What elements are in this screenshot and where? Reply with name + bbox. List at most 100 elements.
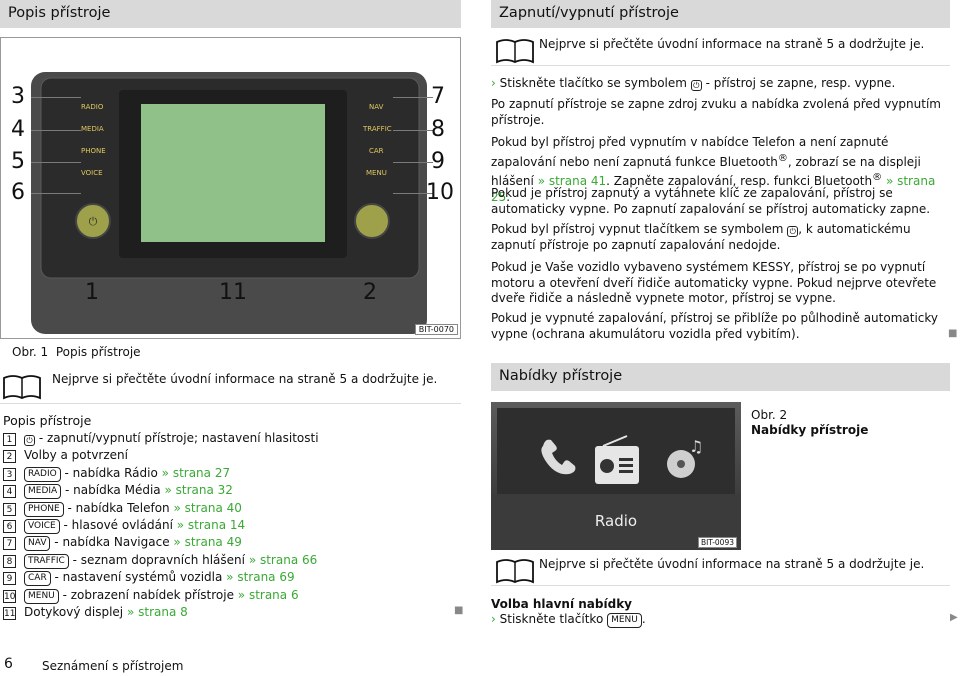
step-menu: › Stiskněte tlačítko MENU. — [491, 612, 646, 628]
legend-text: - nastavení systémů vozidla — [50, 570, 227, 585]
paragraph-2: Pokud byl přístroj před vypnutím v nabíd… — [491, 135, 936, 204]
legend-page-ref[interactable]: » strana 66 — [248, 552, 318, 567]
legend-text: - zapnutí/vypnutí přístroje; nastavení h… — [35, 431, 319, 445]
legend-number: 2 — [3, 450, 16, 464]
callout-7: 7 — [431, 84, 445, 109]
paragraph-5: Pokud je Vaše vozidlo vybaveno systémem … — [491, 260, 937, 305]
legend-page-ref[interactable]: » strana 14 — [176, 517, 246, 532]
legend-number: 7 — [3, 537, 16, 551]
book-icon — [496, 559, 534, 584]
voice-button-label: VOICE — [81, 169, 103, 177]
section-title: Nabídky přístroje — [499, 368, 623, 384]
power-icon: ⏻ — [690, 80, 702, 91]
page-number: 6 — [4, 656, 13, 672]
figure-code: BIT-0070 — [414, 324, 458, 335]
legend-item: 5 PHONE - nabídka Telefon » strana 40 — [3, 501, 458, 518]
car-button-label: CAR — [369, 147, 384, 155]
legend-number: 4 — [3, 485, 16, 499]
hardware-key: NAV — [24, 536, 51, 552]
callout-9: 9 — [431, 149, 445, 174]
book-icon — [496, 39, 534, 64]
legend-item: 10 MENU - zobrazení nabídek přístroje » s… — [3, 588, 458, 605]
hardware-key: TRAFFIC — [24, 553, 69, 569]
legend-item: 2 Volby a potvrzení — [3, 448, 458, 465]
phone-icon — [541, 439, 576, 475]
legend-page-ref[interactable]: » strana 49 — [173, 535, 242, 550]
legend-text: - zobrazení nabídek přístroje — [58, 587, 238, 602]
paragraph-1: Po zapnutí přístroje se zapne zdroj zvuk… — [491, 97, 941, 127]
legend-page-ref[interactable]: » strana 69 — [226, 570, 295, 585]
hardware-key: PHONE — [24, 501, 64, 517]
step-power: › Stiskněte tlačítko se symbolem ⏻ - pří… — [491, 76, 896, 91]
power-icon: ⏻ — [24, 435, 35, 446]
legend-item: 8 TRAFFIC - seznam dopravních hlášení » s… — [3, 553, 458, 570]
callout-10: 10 — [426, 180, 454, 205]
svg-text:♫: ♫ — [689, 437, 703, 456]
legend-number: 10 — [3, 589, 16, 603]
legend-item: 1 ⏻ - zapnutí/vypnutí přístroje; nastaven… — [3, 431, 458, 448]
power-icon: ⏻ — [787, 226, 799, 237]
notice-block-left: Nejprve si přečtěte úvodní informace na … — [0, 364, 461, 404]
phone-button-label: PHONE — [81, 147, 106, 155]
legend-list: 1 ⏻ - zapnutí/vypnutí přístroje; nastaven… — [3, 431, 458, 622]
radio-button-label: RADIO — [81, 103, 104, 111]
legend-page-ref[interactable]: » strana 40 — [173, 500, 242, 515]
notice-text: Nejprve si přečtěte úvodní informace na … — [539, 557, 925, 571]
menu-key: MENU — [607, 613, 642, 628]
paragraph-4: Pokud byl přístroj vypnut tlačítkem se s… — [491, 222, 911, 252]
device-figure: ⏻ RADIO MEDIA PHONE VOICE NAV TRAFFIC CA… — [0, 37, 461, 339]
hardware-key: RADIO — [24, 466, 61, 482]
figure2-caption-prefix: Obr. 2 — [751, 408, 788, 422]
legend-number: 1 — [3, 433, 16, 446]
legend-text: - nabídka Telefon — [63, 500, 174, 515]
callout-6: 6 — [11, 180, 25, 205]
continue-arrow-icon: ▶ — [950, 612, 958, 623]
menu-figure: ♫ Radio BIT-0093 — [491, 402, 741, 550]
subsection-title: Volba hlavní nabídky — [491, 597, 632, 611]
legend-page-ref[interactable]: » strana 27 — [161, 465, 231, 480]
notice-text: Nejprve si přečtěte úvodní informace na … — [539, 37, 925, 51]
section-title: Popis přístroje — [8, 5, 111, 21]
chapter-title: Seznámení s přístrojem — [42, 659, 184, 673]
legend-text: - seznam dopravních hlášení — [68, 552, 249, 567]
paragraph-3: Pokud je přístroj zapnutý a vytáhnete kl… — [491, 186, 931, 216]
menu-label: Radio — [594, 512, 638, 530]
book-icon — [3, 375, 41, 400]
callout-4: 4 — [11, 117, 25, 142]
legend-item: 11 Dotykový displej » strana 8 — [3, 605, 458, 622]
device-illustration: ⏻ — [31, 72, 427, 334]
legend-page-ref[interactable]: » strana 32 — [164, 483, 233, 498]
notice-block-right-2: Nejprve si přečtěte úvodní informace na … — [491, 552, 950, 586]
callout-5: 5 — [11, 149, 25, 174]
nav-button-label: NAV — [369, 103, 384, 111]
traffic-button-label: TRAFFIC — [363, 125, 392, 133]
section-title: Zapnutí/vypnutí přístroje — [499, 5, 679, 21]
legend-page-ref[interactable]: » strana 8 — [126, 604, 188, 619]
notice-block-right: Nejprve si přečtěte úvodní informace na … — [491, 30, 950, 66]
menu-button-label: MENU — [366, 169, 387, 177]
step-arrow-icon: › — [491, 76, 496, 90]
hardware-key: MENU — [24, 588, 59, 604]
legend-number: 8 — [3, 554, 16, 568]
callout-1: 1 — [85, 280, 99, 305]
legend-number: 11 — [3, 606, 16, 620]
callout-3: 3 — [11, 84, 25, 109]
callout-2: 2 — [363, 280, 377, 305]
section-header-power: Zapnutí/vypnutí přístroje — [491, 0, 950, 28]
legend-text: Volby a potvrzení — [24, 448, 128, 463]
legend-text: - nabídka Rádio — [60, 465, 162, 480]
legend-title: Popis přístroje — [3, 413, 92, 428]
paragraph-6: Pokud je vypnuté zapalování, přístroj se… — [491, 311, 939, 341]
legend-number: 9 — [3, 572, 16, 586]
legend-number: 5 — [3, 502, 16, 516]
section-end-marker: ■ — [948, 328, 958, 339]
legend-page-ref[interactable]: » strana 6 — [237, 587, 299, 602]
svg-text:⏻: ⏻ — [89, 215, 98, 228]
legend-number: 3 — [3, 467, 16, 481]
notice-text: Nejprve si přečtěte úvodní informace na … — [52, 372, 438, 386]
legend-text: - hlasové ovládání — [59, 517, 177, 532]
legend-text: Dotykový displej — [24, 604, 127, 619]
